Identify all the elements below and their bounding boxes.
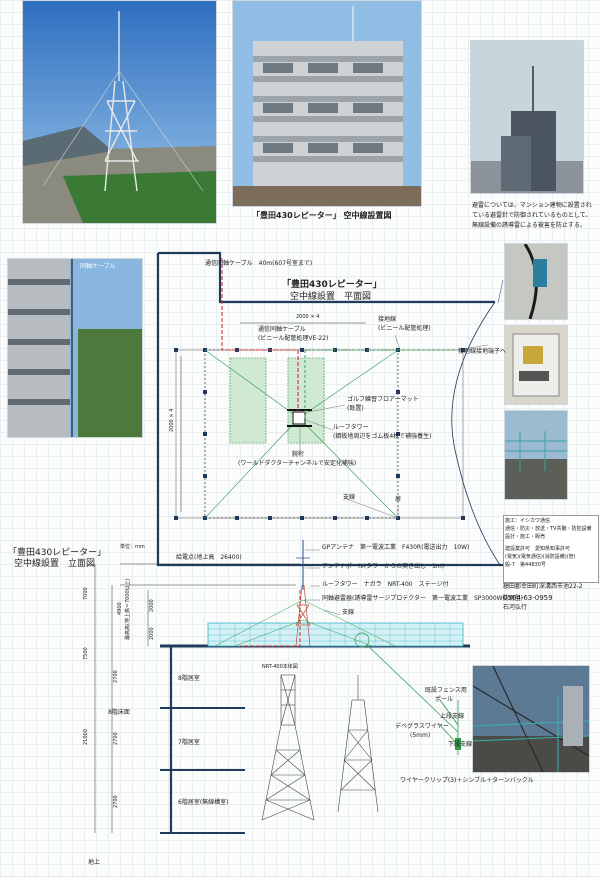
plan-ground-line <box>304 349 455 418</box>
feed-point-label: 給電点(地上高 26400) <box>176 554 242 561</box>
contractor-line: (電気)(電気通信)(消防設備)(管) <box>505 554 576 560</box>
ground-terminal-label: 接地線接地端子へ <box>458 348 507 355</box>
room-7-label: 7階居室 <box>178 739 200 746</box>
photo-rooftop-enclosure <box>470 40 584 194</box>
photo-control-box <box>504 325 568 405</box>
pole-note-label: アンテナポール(タワーからの突き出し 1m) <box>322 563 445 570</box>
elev-fence-mesh <box>208 623 463 646</box>
photo-guy-wire-closeup <box>472 665 590 773</box>
wire-label-1: デベグラスワイヤー <box>395 723 449 730</box>
coax-label-1: 通信同軸ケーブル <box>258 326 306 333</box>
dim-21000: 21000 <box>83 729 89 745</box>
contractor-line: 般-7 第44830号 <box>505 562 546 568</box>
contractor-line: 通信・防災・放送・TV共聴・防犯設備 <box>505 526 592 532</box>
photo-fence-guy <box>504 410 568 500</box>
roof-tower-spec-label: ルーフタワー ナガラ NRT-400 ステージ付 <box>322 581 449 588</box>
dim-7000: 7000 <box>83 587 89 600</box>
plan-feed-cable <box>221 258 299 412</box>
dim-7500: 7500 <box>83 647 89 660</box>
roof-tower-label-1: ルーフタワー <box>333 424 369 431</box>
nrt400-side-drawing <box>337 675 379 813</box>
contractor-line: 施工：イシカワ通信 <box>505 518 551 524</box>
fence-pole-label-1: 既設フェンス用 <box>425 687 467 694</box>
lower-guy-label: 下段支線 <box>448 741 473 748</box>
dim-4900: 4900 <box>117 602 123 615</box>
elev-title-2: 空中線設置 立面図 <box>14 559 96 569</box>
elev-fence <box>207 622 464 647</box>
detail-circle <box>354 632 370 648</box>
unit-label: 単位：mm <box>120 544 145 550</box>
max-height-note: 最高高(地上高＝7000以上) <box>125 578 131 640</box>
contractor-line: 額田郡幸田町深溝西市池22-2 <box>503 583 583 590</box>
golf-mat-left <box>229 357 267 444</box>
photo-building-side <box>7 258 143 438</box>
photo-apartment-building <box>232 0 422 207</box>
room-8-label: 8階居室 <box>178 675 200 682</box>
elev-guy-lines <box>214 599 396 647</box>
dim-2700-a: 2700 <box>113 670 119 683</box>
plan-roof-outline-upper <box>158 251 495 304</box>
dim-height-label: 2000 × 4 <box>169 408 175 432</box>
dim-2700-c: 2700 <box>113 795 119 808</box>
dim-2000-upper: 2000 <box>149 599 155 612</box>
elev-floors <box>160 707 245 834</box>
note-line: 無線設備の誘導雷による被害を防止する。 <box>472 222 586 229</box>
roof-tower-label-2: (鋼板地周辺をゴム板4枚で補強養生) <box>333 433 432 440</box>
contractor-line: 設計・施工・販売 <box>505 534 546 540</box>
ground-level-label: 地上 <box>88 859 101 866</box>
floor-8-label: 8階床面 <box>108 709 130 716</box>
elev-guy-label: 支線 <box>342 609 355 616</box>
wire-label-2: (5mm) <box>410 732 431 739</box>
plan-title-1: 「豊田430レピーター」 <box>282 280 382 290</box>
plan-guy-lines <box>204 349 399 519</box>
plan-title-2: 空中線設置 平面図 <box>290 292 372 302</box>
contractor-line: 建設業許可 愛知県知事許可 <box>505 546 571 552</box>
photo-rooftop-tower <box>22 0 217 224</box>
photo-cable-closeup <box>504 243 568 320</box>
ground-label-1: 接地線 <box>378 316 397 323</box>
golf-mat-right <box>287 357 325 444</box>
coax-photo-label: 同軸ケーブル <box>80 263 116 270</box>
note-line: ている避雷針で防御されているものとして、 <box>472 212 592 219</box>
elev-feed-cable <box>240 590 301 647</box>
feed-cable-label: 通信同軸ケーブル 40m(607号室まで) <box>205 260 313 267</box>
elev-title-1: 「豊田430レピーター」 <box>8 548 107 558</box>
dim-width-label: 2000 × 4 <box>296 314 320 320</box>
room-6-label: 6階居室(無線構室) <box>178 799 229 806</box>
elev-dimension-lines <box>94 563 300 833</box>
beam-label-1: 腕桁 <box>292 451 305 458</box>
upper-guy-label: 上段支線 <box>440 713 465 720</box>
top-caption: 「豊田430レピーター」 空中線設置図 <box>252 211 392 220</box>
arrester-label: 同軸避雷器(誘導雷サージプロテクター 第一電波工業 SP3000W防雨型) <box>322 595 523 602</box>
plan-roof-outline <box>156 253 503 567</box>
plan-door-label: 扉 <box>395 496 402 503</box>
plan-guy-label: 支線 <box>343 494 356 501</box>
contractor-box <box>503 515 599 583</box>
note-line: 避雷については、マンション建物に設置され <box>472 202 592 209</box>
contractor-line: 石河弘行 <box>503 604 528 611</box>
clip-label: ワイヤークリップ(3)＋シンブル＋ターンバックル <box>400 777 534 784</box>
contractor-line: 0564-63-0959 <box>503 594 553 602</box>
plan-tower-base <box>292 411 306 425</box>
ground-label-2: (ビニール配管処理) <box>378 325 431 332</box>
mat-label-2: (既置) <box>347 405 364 412</box>
nrt400-caption: NRT-400本体図 <box>262 664 298 670</box>
gp-antenna-label: GPアンテナ 第一電波工業 F430R(電送出力 10W) <box>322 544 470 551</box>
mat-label-1: ゴルフ練習フロアーマット <box>347 396 419 403</box>
fence-pole-label-2: ポール <box>435 696 454 703</box>
nrt400-drawing <box>261 674 315 821</box>
dim-2700-b: 2700 <box>113 732 119 745</box>
coax-label-2: (ビニール配管処理VE-22) <box>258 335 329 342</box>
plan-break-line <box>451 301 501 566</box>
dim-2000-lower: 2000 <box>149 627 155 640</box>
beam-label-2: (ワールドダクターチャンネルで安定化補強) <box>238 460 357 467</box>
